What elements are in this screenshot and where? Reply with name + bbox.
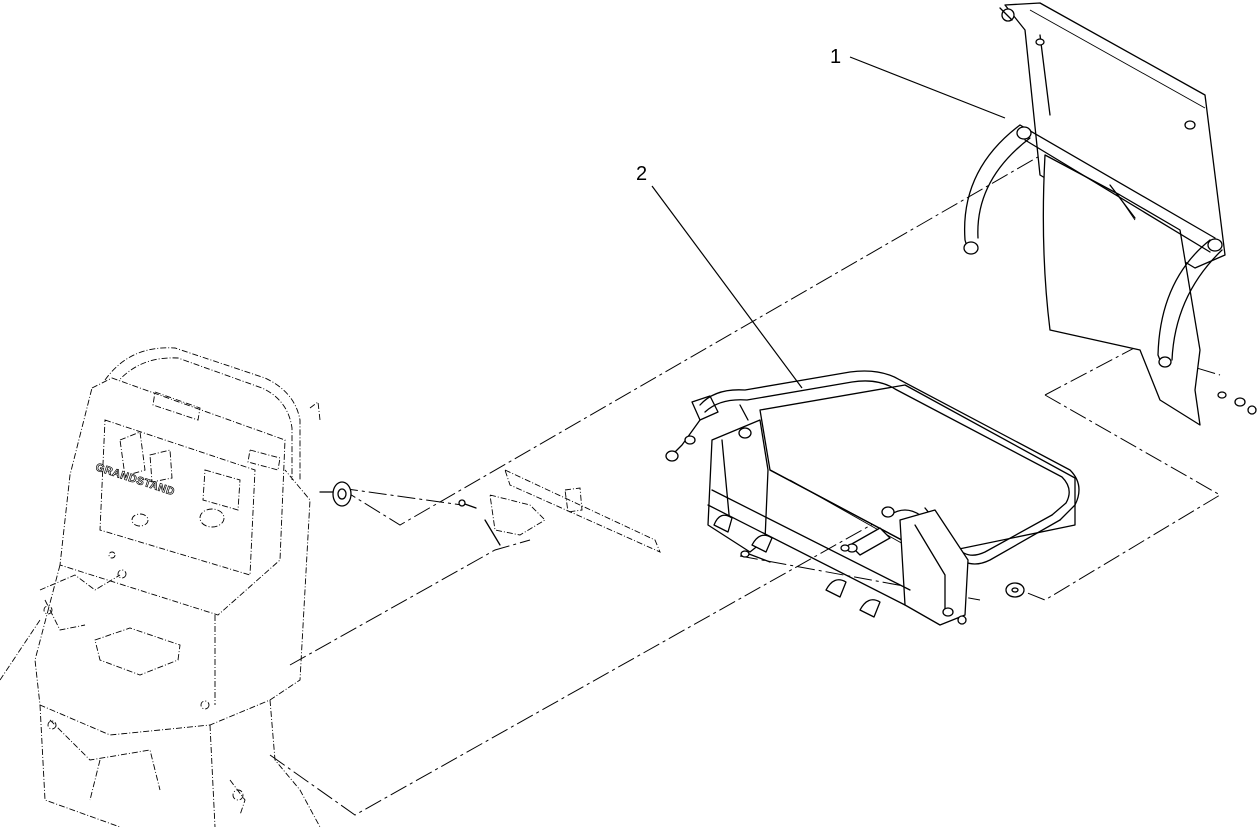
callout-2-label: 2	[636, 163, 647, 185]
callout-1: 1	[830, 46, 1006, 119]
linkage-parts	[309, 401, 661, 553]
callout-2-leader	[651, 185, 803, 389]
alignment-lines	[269, 97, 1221, 816]
machine-mount-hardware	[319, 481, 501, 546]
hopper-assembly	[963, 2, 1257, 426]
machine-frame: GRANDSTAND	[0, 347, 321, 827]
callout-2: 2	[636, 163, 803, 389]
callout-1-label: 1	[830, 46, 841, 68]
platform-bracket-assembly	[665, 370, 1080, 626]
callout-1-leader	[849, 56, 1006, 119]
